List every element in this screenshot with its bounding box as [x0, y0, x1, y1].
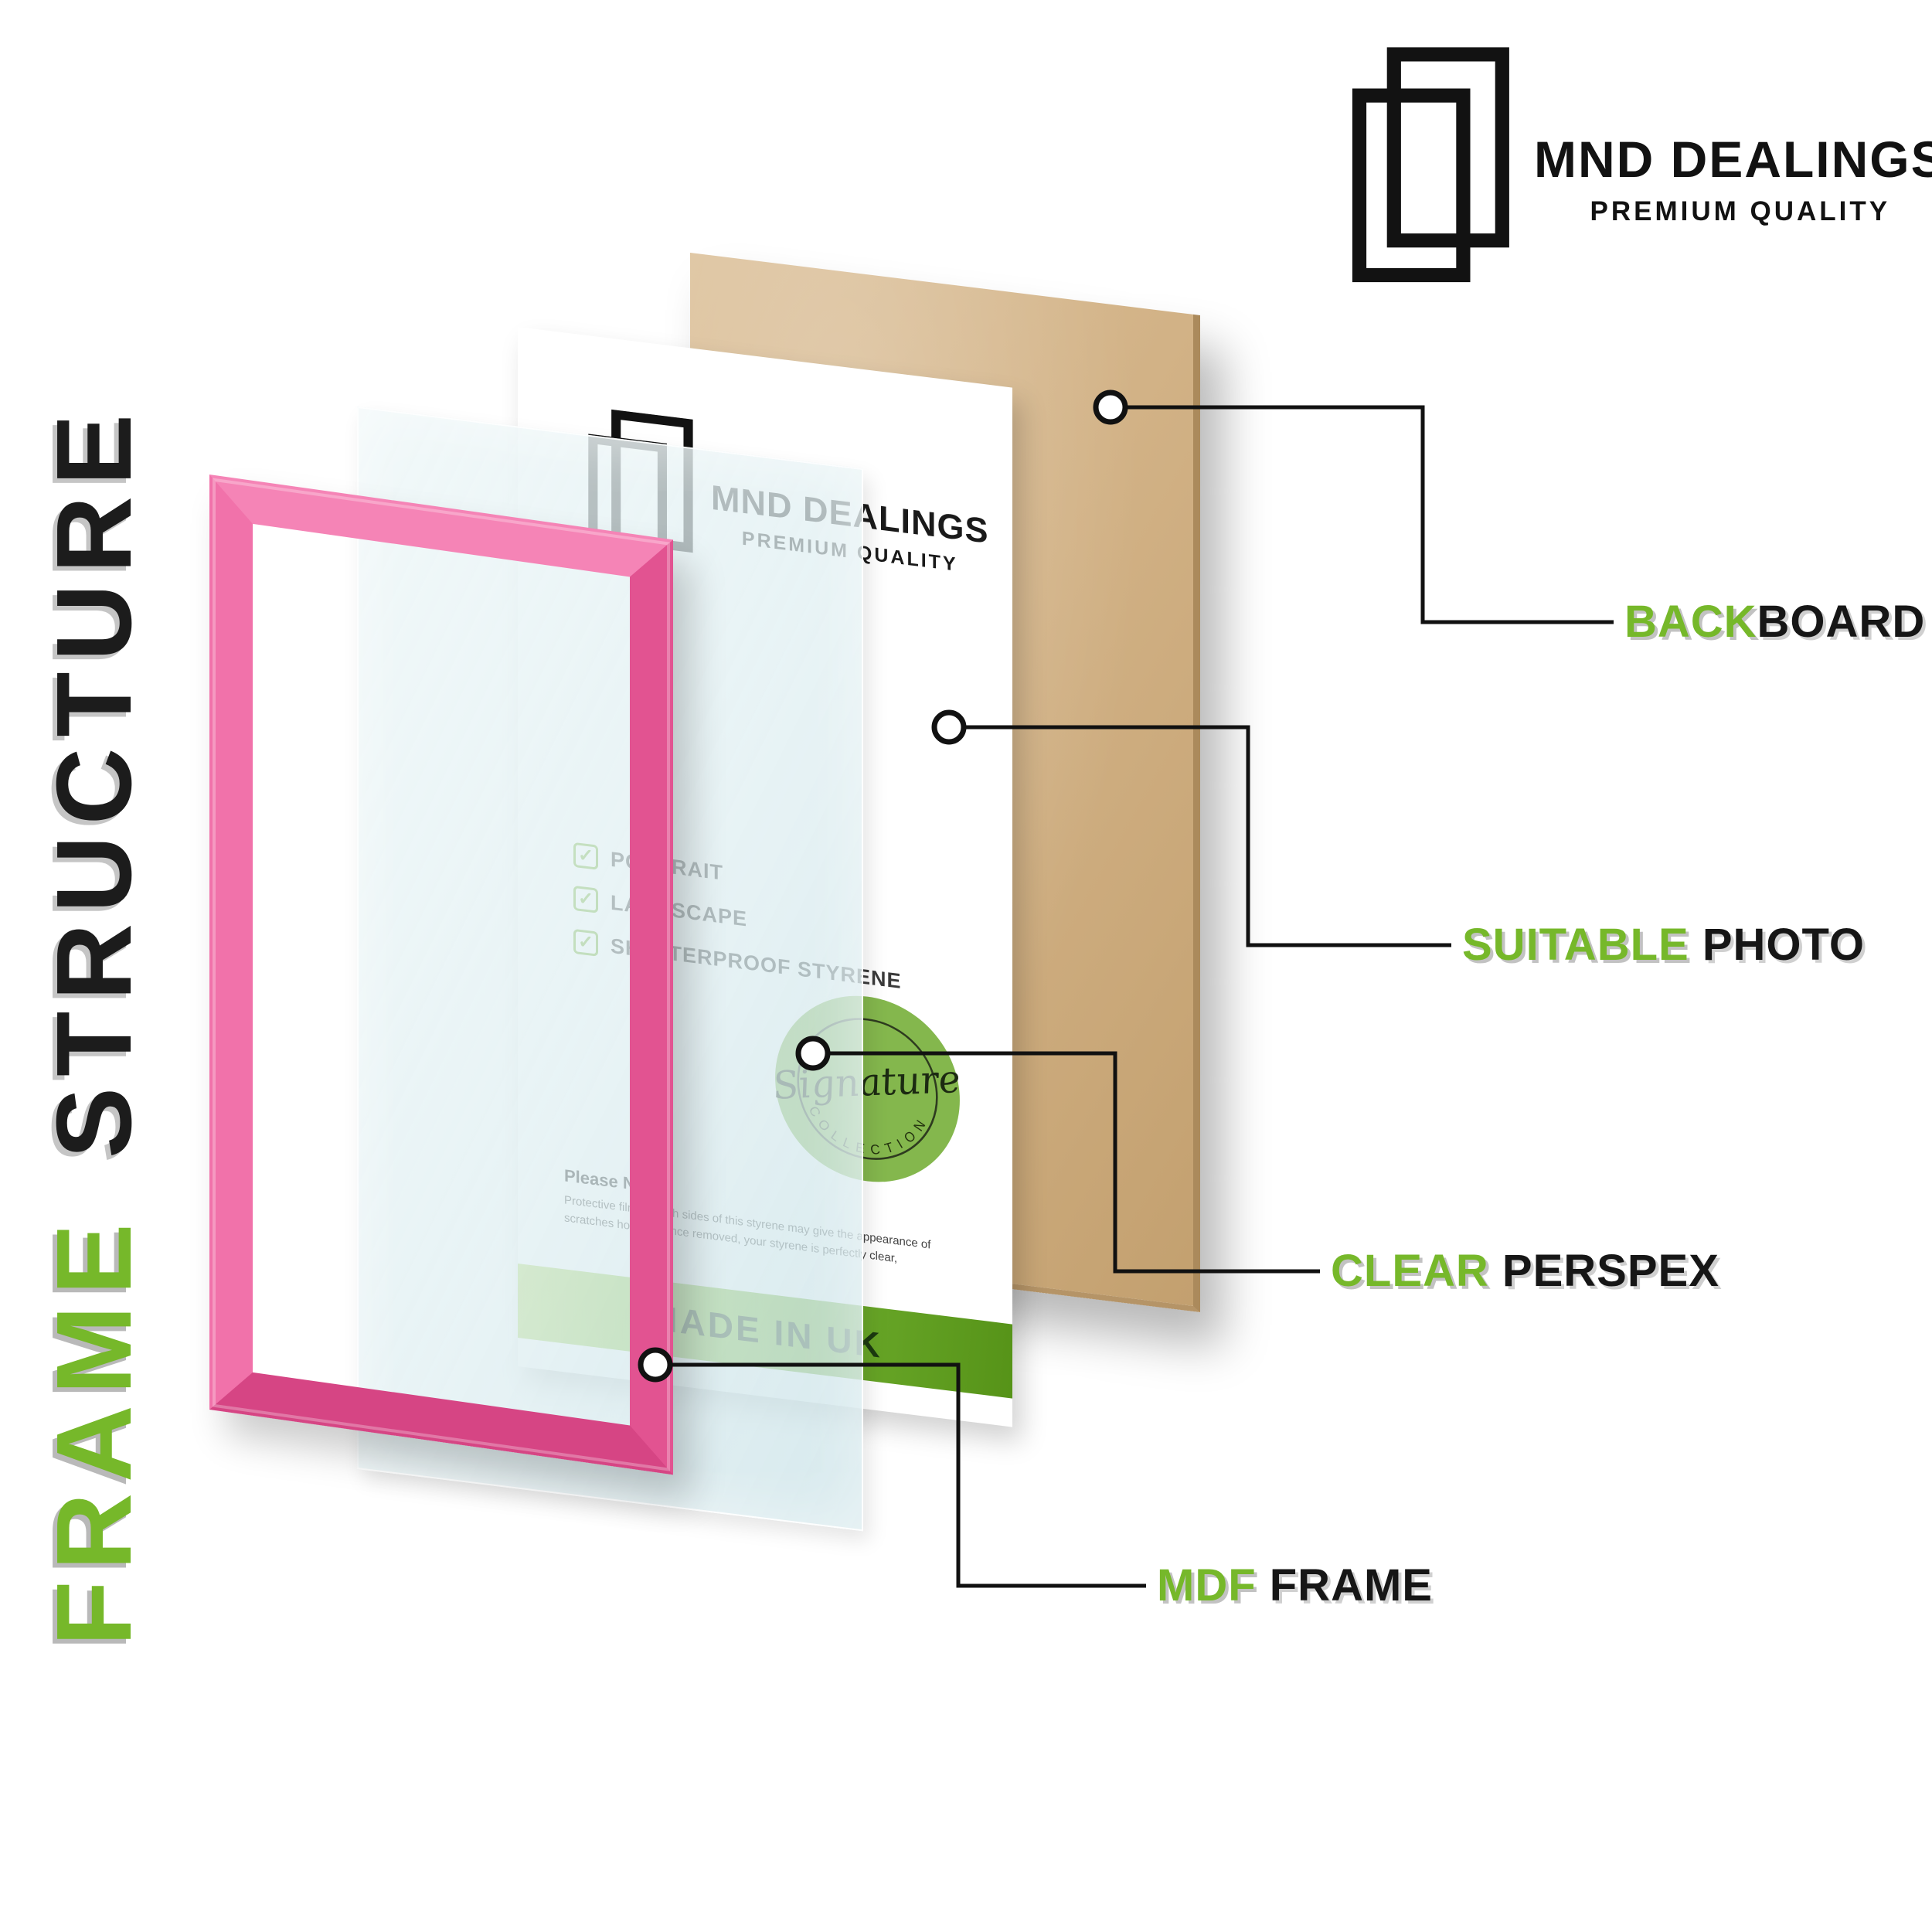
callout-label-backboard: BACKBOARD [1624, 600, 1925, 645]
callout-label-suitable-photo: SUITABLE PHOTO [1462, 923, 1865, 968]
side-title-frame: FRAME [35, 1213, 154, 1646]
side-title-structure: STRUCTURE [35, 403, 154, 1159]
label-accent: CLEAR [1331, 1246, 1489, 1296]
brand-header: MND DEALINGS PREMIUM QUALITY [1349, 45, 1932, 300]
pink-mdf-frame [209, 474, 673, 1475]
callout-label-clear-perspex: CLEAR PERSPEX [1331, 1249, 1719, 1294]
side-title-frame-structure: FRAME STRUCTURE [35, 340, 154, 1646]
brand-name: MND DEALINGS [1534, 131, 1932, 188]
label-rest: PERSPEX [1488, 1246, 1719, 1296]
label-accent: SUITABLE [1462, 920, 1689, 970]
label-rest: PHOTO [1689, 920, 1865, 970]
label-rest: BOARD [1757, 597, 1926, 647]
label-rest: FRAME [1256, 1560, 1433, 1611]
label-accent: MDF [1157, 1560, 1257, 1611]
label-accent: BACK [1624, 597, 1757, 647]
brand-text: MND DEALINGS PREMIUM QUALITY [1534, 130, 1932, 227]
brand-tagline: PREMIUM QUALITY [1590, 196, 1891, 226]
brand-logo-icon [1352, 47, 1509, 283]
callout-label-mdf-frame: MDF FRAME [1157, 1563, 1433, 1608]
